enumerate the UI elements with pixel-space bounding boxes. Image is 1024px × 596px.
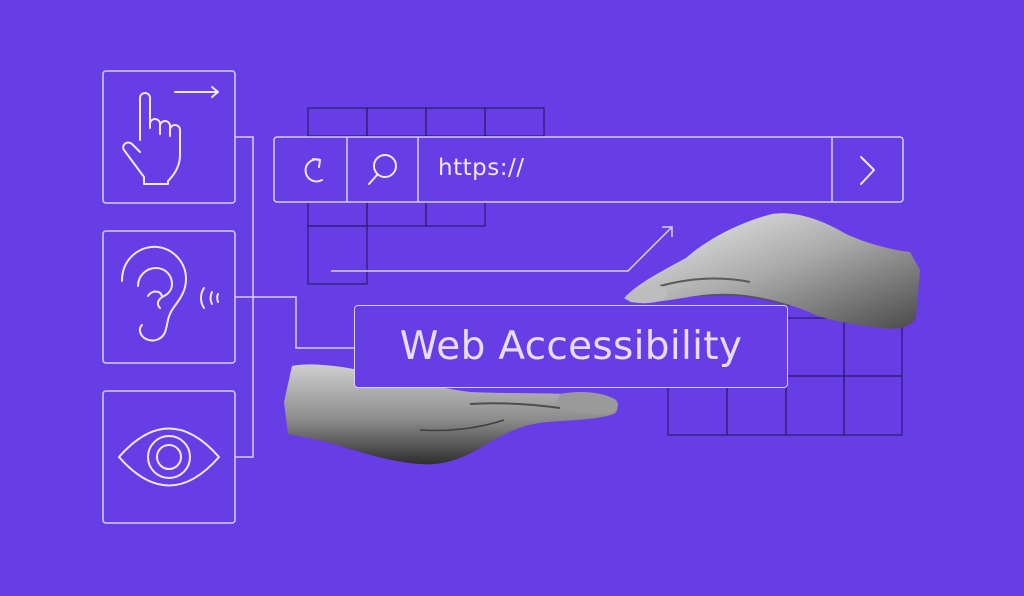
chevron-right-icon[interactable] <box>860 156 875 185</box>
diagonal-arrow-line <box>331 226 673 272</box>
search-icon[interactable] <box>368 154 397 185</box>
page-title: Web Accessibility <box>399 324 743 369</box>
connector-to-title <box>253 296 354 349</box>
lower-hand <box>284 364 618 465</box>
pointing-hand-icon <box>122 86 219 185</box>
upper-hand <box>626 213 920 329</box>
url-text[interactable]: https:// <box>438 155 525 181</box>
eye-icon <box>118 427 220 487</box>
address-bar-frame <box>273 136 904 203</box>
title-box: Web Accessibility <box>354 305 788 388</box>
ear-icon <box>121 245 219 342</box>
refresh-icon[interactable] <box>304 158 323 183</box>
